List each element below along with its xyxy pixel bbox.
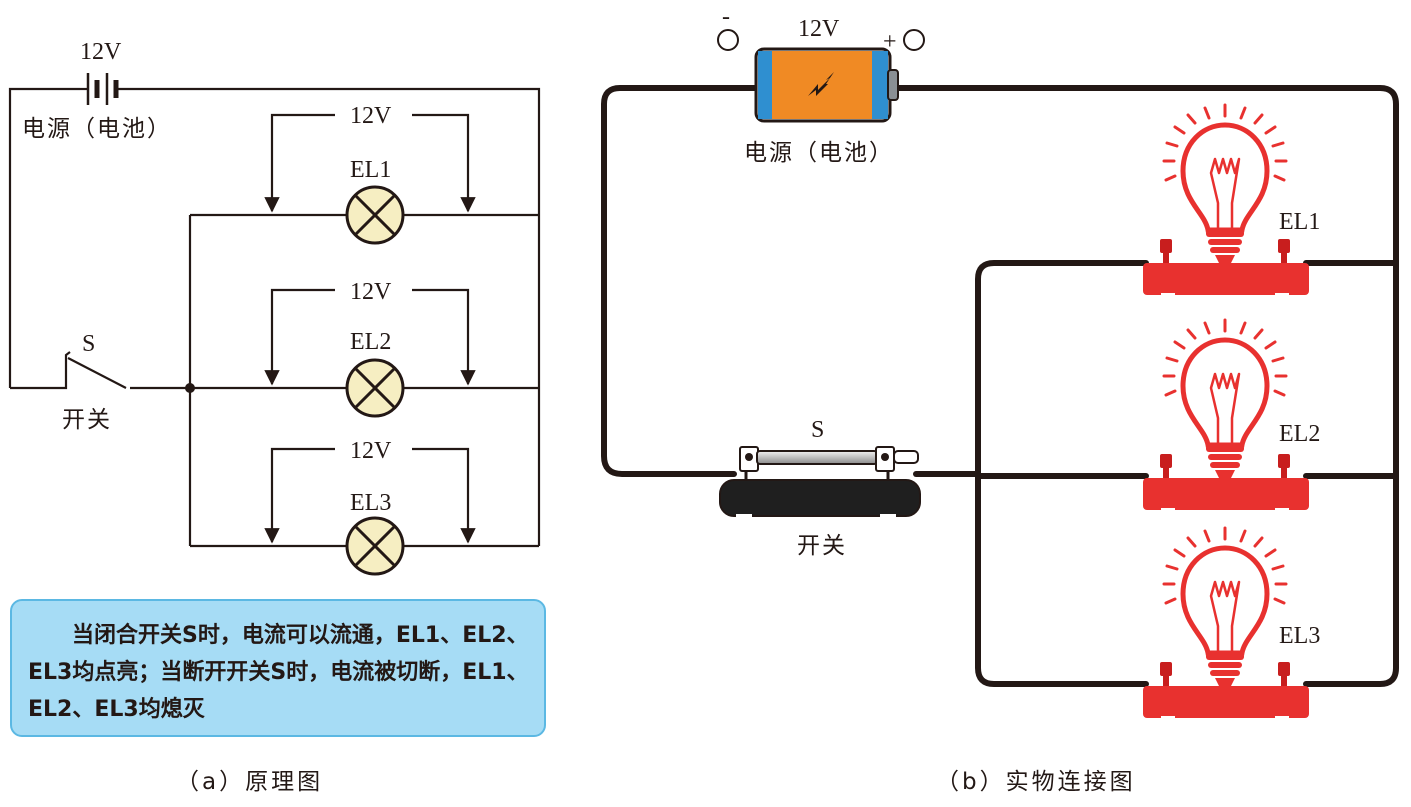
positive-terminal-icon [903, 29, 925, 51]
el3-voltage-label: 12V [350, 438, 392, 464]
battery-voltage-label: 12V [798, 16, 840, 42]
explanation-text: 当闭合开关S时，电流可以流通，EL1、EL2、EL3均点亮；当断开开关S时，电流… [28, 623, 529, 722]
lamp-symbol-el2 [345, 358, 405, 418]
voltage-arrows-el3 [264, 447, 476, 544]
physical-battery-label: 电源（电池） [744, 140, 894, 166]
caption-physical: （b）实物连接图 [936, 769, 1136, 795]
lamp-symbol-el3 [345, 516, 405, 576]
schematic-diagram [8, 73, 541, 576]
caption-schematic: （a）原理图 [176, 769, 324, 795]
el1-voltage-label: 12V [350, 103, 392, 129]
negative-terminal-icon [717, 29, 739, 51]
schematic-battery-label: 电源（电池） [22, 116, 172, 142]
lamp-symbol-el1 [345, 185, 405, 245]
schematic-switch-symbol [10, 351, 190, 390]
voltage-arrows-el1 [264, 113, 476, 213]
physical-switch-symbol: S [811, 417, 824, 443]
wire-negative [601, 85, 759, 477]
schematic-wire-top-right [118, 87, 541, 546]
negative-terminal-sign: - [722, 4, 730, 30]
bulb-el1-image [1143, 105, 1309, 296]
bulb-el1-label: EL1 [1279, 209, 1320, 235]
physical-wiring [601, 85, 1399, 687]
wire-positive [895, 85, 1399, 687]
schematic-battery-voltage: 12V [80, 39, 122, 65]
battery-image [754, 47, 899, 123]
schematic-switch-label: 开关 [62, 407, 112, 433]
explanation-note: 当闭合开关S时，电流可以流通，EL1、EL2、EL3均点亮；当断开开关S时，电流… [10, 599, 546, 737]
schematic-switch-symbol-label: S [82, 331, 95, 357]
el2-name-label: EL2 [350, 329, 391, 355]
bulb-el3-label: EL3 [1279, 623, 1320, 649]
el2-voltage-label: 12V [350, 279, 392, 305]
el1-name-label: EL1 [350, 157, 391, 183]
positive-terminal-sign: + [883, 29, 897, 55]
bulb-el2-image [1143, 320, 1309, 511]
physical-switch-label: 开关 [797, 533, 847, 559]
voltage-arrows-el2 [264, 288, 476, 386]
knife-switch-image [719, 446, 921, 517]
el3-name-label: EL3 [350, 490, 391, 516]
schematic-wire-top [8, 87, 80, 388]
bulb-el2-label: EL2 [1279, 421, 1320, 447]
schematic-battery-symbol [80, 73, 119, 105]
